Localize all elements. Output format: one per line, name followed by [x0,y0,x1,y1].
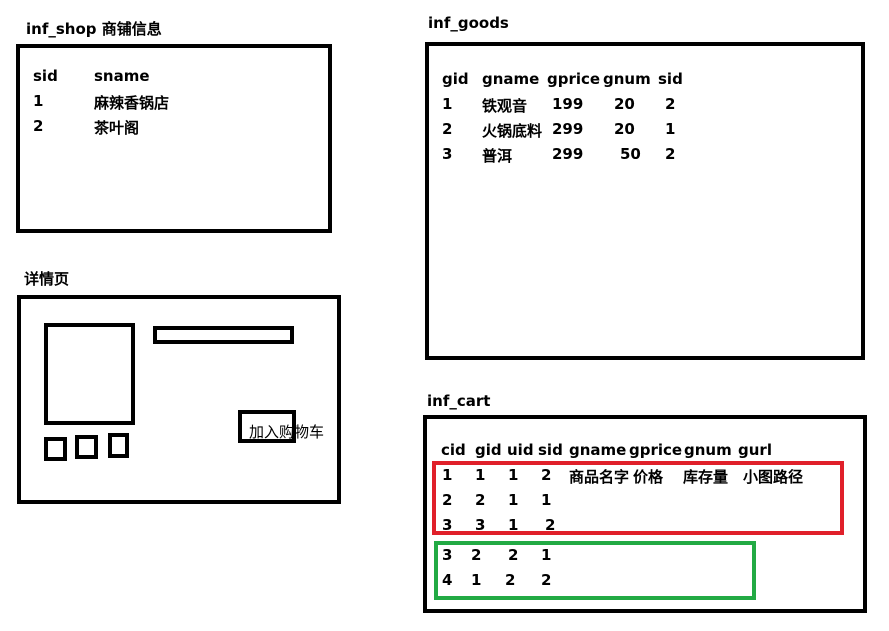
cart-row-5-sid: 2 [541,571,552,589]
goods-row-3-gid: 3 [442,145,453,163]
goods-row-3-gprice: 299 [552,145,584,163]
shop-row-2-sid: 2 [33,117,44,135]
cart-row-2-sid: 1 [541,491,552,509]
goods-row-1-sid: 2 [665,95,676,113]
goods-row-1-gnum: 20 [614,95,635,113]
shop-header-sid: sid [33,67,58,85]
goods-header-gname: gname [482,70,540,88]
thumbnail-1[interactable] [44,437,67,461]
goods-row-3-sid: 2 [665,145,676,163]
cart-highlight-group-2 [434,541,756,600]
cart-header-uid: uid [507,441,534,459]
goods-row-2-gnum: 20 [614,120,635,138]
goods-header-gnum: gnum [603,70,651,88]
cart-header-gid: gid [475,441,502,459]
thumbnail-2[interactable] [75,435,98,459]
cart-row-5-gid: 1 [471,571,482,589]
cart-header-cid: cid [441,441,466,459]
thumbnail-3[interactable] [108,433,129,458]
add-to-cart-label: 加入购物车 [249,423,325,441]
cart-row-2-cid: 2 [442,491,453,509]
goods-table-title: inf_goods [428,14,509,32]
shop-table-box [16,44,332,233]
cart-row-2-gid: 2 [475,491,486,509]
cart-header-gurl: gurl [738,441,772,459]
cart-row-3-cid: 3 [442,516,453,534]
cart-header-gname: gname [569,441,627,459]
goods-row-2-gprice: 299 [552,120,584,138]
cart-row-3-sid: 2 [545,516,556,534]
shop-row-1-sname: 麻辣香锅店 [94,94,170,112]
cart-row-4-cid: 3 [442,546,453,564]
cart-row-2-uid: 1 [508,491,519,509]
cart-row-1-gid: 1 [475,466,486,484]
cart-row-1-uid: 1 [508,466,519,484]
cart-header-gnum: gnum [684,441,732,459]
add-to-cart-button[interactable] [238,410,296,443]
goods-row-3-gname: 普洱 [482,147,513,165]
cart-table-box [423,415,867,613]
product-title-bar [153,326,294,344]
goods-row-2-gname: 火锅底料 [482,122,543,140]
cart-row-1-gurl: 小图路径 [743,468,804,486]
goods-table-box [425,42,865,360]
cart-row-3-gid: 3 [475,516,486,534]
goods-row-1-gprice: 199 [552,95,584,113]
shop-header-sname: sname [94,67,150,85]
detail-page-box [17,295,341,504]
cart-row-4-uid: 2 [508,546,519,564]
cart-row-1-sid: 2 [541,466,552,484]
product-image-placeholder [44,323,135,425]
cart-header-gprice: gprice [629,441,683,459]
cart-table-title: inf_cart [427,392,491,410]
goods-row-3-gnum: 50 [620,145,641,163]
cart-row-5-uid: 2 [505,571,516,589]
goods-header-sid: sid [658,70,683,88]
goods-header-gid: gid [442,70,469,88]
shop-row-1-sid: 1 [33,92,44,110]
cart-row-4-sid: 1 [541,546,552,564]
cart-row-1-cid: 1 [442,466,453,484]
shop-table-title: inf_shop 商铺信息 [26,20,162,38]
cart-row-3-uid: 1 [508,516,519,534]
cart-highlight-group-1 [432,461,844,535]
shop-row-2-sname: 茶叶阁 [94,119,140,137]
goods-row-2-sid: 1 [665,120,676,138]
goods-header-gprice: gprice [547,70,601,88]
cart-row-1-gnum: 库存量 [683,468,729,486]
cart-row-4-gid: 2 [471,546,482,564]
cart-row-1-gprice: 价格 [633,468,664,486]
cart-row-1-gname: 商品名字 [569,468,630,486]
goods-row-2-gid: 2 [442,120,453,138]
detail-page-title: 详情页 [24,270,70,288]
goods-row-1-gname: 铁观音 [482,97,528,115]
goods-row-1-gid: 1 [442,95,453,113]
cart-row-5-cid: 4 [442,571,453,589]
cart-header-sid: sid [538,441,563,459]
